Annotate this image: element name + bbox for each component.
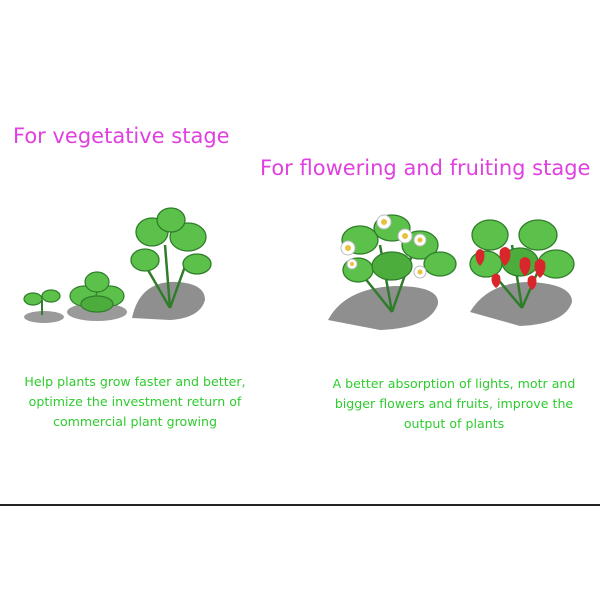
vegetative-description-line: commercial plant growing xyxy=(53,414,217,429)
flowering-description-line: output of plants xyxy=(403,416,505,431)
strawberry-icon xyxy=(475,247,546,290)
young-plant-icon xyxy=(67,271,127,321)
vegetative-description-line: optimize the investment return of xyxy=(28,394,242,409)
plant-growth-illustration xyxy=(23,207,575,330)
flowering-stage-description: A better absorption of lights, motr and … xyxy=(319,374,589,434)
vegetative-stage-description: Help plants grow faster and better, opti… xyxy=(0,372,270,432)
flowering-description-line: A better absorption of lights, motr and xyxy=(332,376,576,391)
flowering-description-line: bigger flowers and fruits, improve the xyxy=(334,396,574,411)
seedling-icon xyxy=(23,289,64,323)
divider-line xyxy=(0,504,600,506)
flowering-plant-icon xyxy=(328,214,457,330)
vegetative-stage-heading: For vegetative stage xyxy=(13,124,230,148)
mature-plant-icon xyxy=(130,207,212,320)
flowering-stage-heading: For flowering and fruiting stage xyxy=(260,156,591,180)
vegetative-description-line: Help plants grow faster and better, xyxy=(24,374,246,389)
fruiting-plant-icon xyxy=(469,219,575,326)
flower-icon xyxy=(340,214,427,279)
